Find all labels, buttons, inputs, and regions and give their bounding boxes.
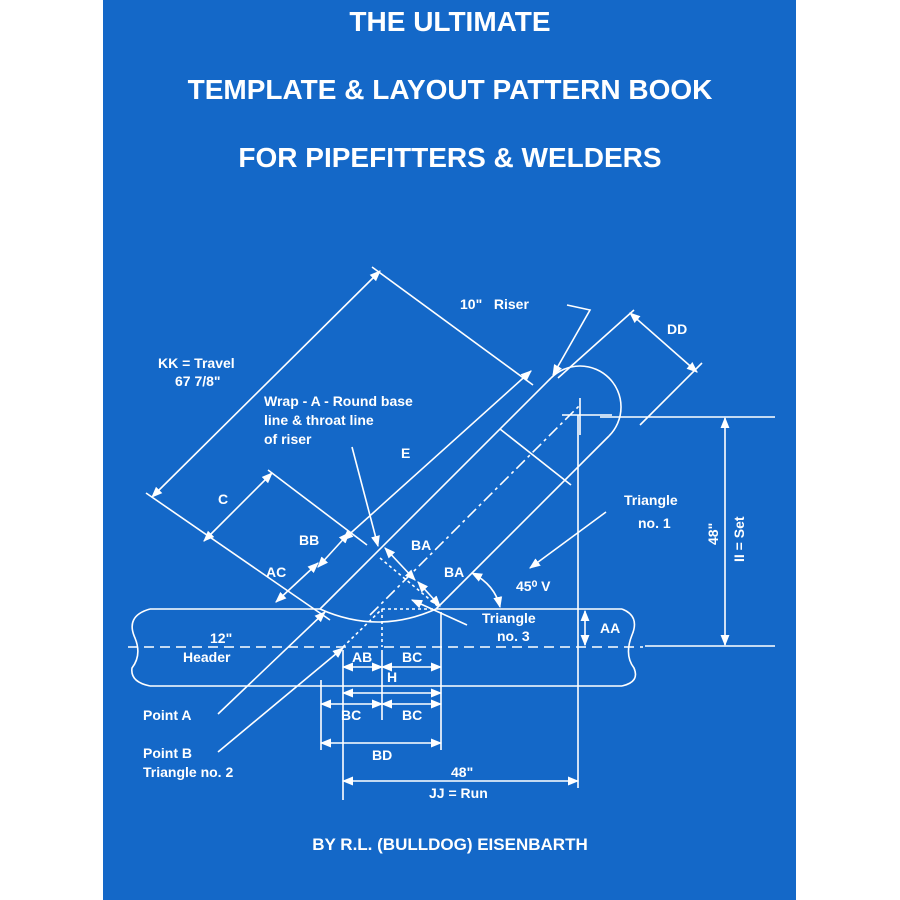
triangle-dotted-diag	[379, 557, 441, 609]
ba-mid-dimension	[417, 581, 441, 607]
label-set-value: 48"	[705, 523, 721, 545]
header-pipe-top	[150, 608, 622, 623]
label-bc-top: BC	[402, 649, 422, 665]
label-ab: AB	[352, 649, 372, 665]
riser-cross-line	[499, 428, 572, 486]
header-pipe-right-end	[621, 608, 637, 687]
point-b-pointer	[217, 647, 344, 753]
diagram-labels: 10" Riser DD KK = Travel 67 7/8" Wrap - …	[143, 296, 747, 801]
title-line-1: THE ULTIMATE	[349, 6, 551, 37]
label-header: Header	[183, 649, 231, 665]
label-c: C	[218, 491, 228, 507]
title-line-3: FOR PIPEFITTERS & WELDERS	[238, 142, 662, 173]
triangle3-pointer	[410, 599, 468, 626]
label-ba-mid: BA	[444, 564, 464, 580]
label-bc-right: BC	[402, 707, 422, 723]
label-header-size: 12"	[210, 630, 232, 646]
kk-travel-dimension	[151, 270, 381, 498]
e-dimension	[342, 370, 532, 541]
bb-dimension	[317, 532, 350, 568]
label-point-b: Point B	[143, 745, 192, 761]
angle-arc	[471, 572, 503, 609]
kk-ext-bottom	[145, 492, 331, 621]
label-run: JJ = Run	[429, 785, 488, 801]
label-bc-left: BC	[341, 707, 361, 723]
label-triangle3-a: Triangle	[482, 610, 536, 626]
title-line-2: TEMPLATE & LAYOUT PATTERN BOOK	[187, 74, 713, 105]
label-triangle1-b: no. 1	[638, 515, 671, 531]
label-set: II = Set	[731, 516, 747, 562]
label-aa: AA	[600, 620, 620, 636]
label-bb: BB	[299, 532, 319, 548]
label-bd: BD	[372, 747, 392, 763]
triangle1-pointer	[529, 511, 607, 569]
triangle-dotted-lower	[342, 608, 383, 648]
label-dd: DD	[667, 321, 687, 337]
dd-ext-left	[557, 309, 635, 379]
label-h: H	[387, 669, 397, 685]
dd-dimension	[629, 312, 698, 373]
label-point-a: Point A	[143, 707, 191, 723]
c-dimension	[203, 472, 273, 542]
label-e: E	[401, 445, 410, 461]
ba-top-dimension	[384, 547, 416, 581]
kk-ext-top	[371, 266, 534, 386]
label-triangle1-a: Triangle	[624, 492, 678, 508]
point-a-pointer	[217, 611, 326, 715]
label-kk-travel: KK = Travel	[158, 355, 235, 371]
label-wrap-3: of riser	[264, 431, 312, 447]
dd-ext-right	[639, 362, 703, 426]
label-angle: 45⁰ V	[516, 578, 551, 594]
label-triangle2: Triangle no. 2	[143, 764, 233, 780]
author-byline: BY R.L. (BULLDOG) EISENBARTH	[312, 835, 588, 854]
header-pipe-left-end	[131, 608, 151, 687]
wrap-pointer	[351, 446, 380, 548]
label-wrap-2: line & throat line	[264, 412, 374, 428]
label-ac: AC	[266, 564, 286, 580]
label-run-value: 48"	[451, 764, 473, 780]
label-wrap-1: Wrap - A - Round base	[264, 393, 413, 409]
riser-pointer	[552, 304, 592, 376]
label-kk-value: 67 7/8"	[175, 373, 221, 389]
label-triangle3-b: no. 3	[497, 628, 530, 644]
riser-round-end	[550, 365, 622, 437]
c-ext	[267, 469, 368, 546]
label-ba-top: BA	[411, 537, 431, 553]
label-riser: 10" Riser	[460, 296, 529, 312]
ac-dimension	[275, 562, 319, 603]
